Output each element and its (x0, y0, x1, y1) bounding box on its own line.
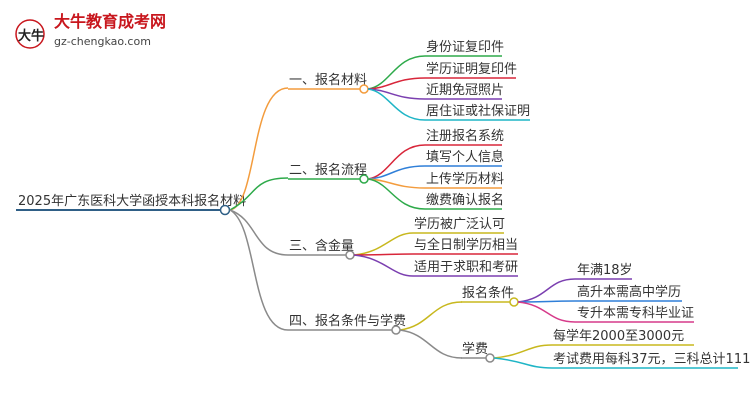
branch-3-dot (345, 250, 355, 260)
subbranch-4-2-dot (485, 353, 495, 363)
leaf-4-1-2: 高升本需高中学历 (577, 284, 681, 300)
leaf-3-2: 与全日制学历相当 (414, 237, 518, 253)
logo-ring-icon (15, 19, 45, 49)
branch-2: 二、报名流程 注册报名系统 填写个人信息 上传学历材料 缴费确认报名 (288, 128, 504, 210)
leaf-4-2-2: 考试费用每科37元，三科总计111元 (553, 351, 750, 367)
connector-4-2-1 (493, 344, 553, 359)
connector-1-2 (367, 77, 426, 90)
leaf-2-3: 上传学历材料 (426, 171, 504, 187)
connector-2-3 (367, 178, 426, 189)
leaf-3-1: 学历被广泛认可 (414, 216, 505, 232)
branch-1-label: 一、报名材料 (289, 72, 367, 88)
leaf-2-2: 填写个人信息 (426, 149, 504, 165)
connector-3-1 (353, 232, 414, 256)
leaf-3-3: 适用于求职和考研 (414, 260, 518, 275)
branch-2-label: 二、报名流程 (289, 162, 367, 178)
leaf-2-4: 缴费确认报名 (426, 192, 504, 208)
branch-3-label: 三、含金量 (289, 238, 354, 254)
connector-4-1-2 (517, 300, 576, 303)
subbranch-4-1-dot (509, 297, 519, 307)
connector-1-3 (367, 88, 426, 100)
connector-4-1-3 (517, 301, 576, 323)
branch-4: 四、报名条件与学费 报名条件 年满18岁 高升本需高中学历 专升本需专科毕业证 … (288, 263, 750, 369)
leaf-1-4: 居住证或社保证明 (426, 103, 530, 119)
connector-2-4 (367, 178, 426, 210)
connector-3-3 (353, 254, 414, 277)
root-node: 2025年广东医科大学函授本科报名材料 (16, 193, 246, 216)
connector-root-branch-3 (229, 209, 289, 256)
subbranch-4-1-label: 报名条件 (462, 285, 514, 301)
connector-3-2 (353, 253, 414, 256)
leaf-1-3: 近期免冠照片 (426, 83, 504, 98)
connector-4-1 (399, 301, 463, 331)
connector-root-branch-1 (229, 87, 289, 211)
connector-1-1 (367, 55, 426, 90)
branch-4-dot (391, 325, 401, 335)
connector-1-4 (367, 88, 426, 121)
connector-4-2-2 (493, 357, 553, 369)
connector-2-1 (367, 144, 426, 180)
connector-root-branch-4 (229, 209, 289, 331)
connector-4-2 (399, 329, 463, 359)
branch-2-dot (359, 174, 369, 184)
subbranch-4-2-label: 学费 (462, 341, 488, 357)
branch-4-label: 四、报名条件与学费 (289, 313, 406, 329)
branch-3: 三、含金量 学历被广泛认可 与全日制学历相当 适用于求职和考研 (288, 216, 518, 277)
branch-1: 一、报名材料 身份证复印件 学历证明复印件 近期免冠照片 居住证或社保证明 (288, 39, 530, 121)
logo-glyphs: 大牛 (18, 28, 44, 44)
leaf-4-2-1: 每学年2000至3000元 (553, 328, 684, 344)
brand-name: 大牛教育成考网 (54, 12, 166, 31)
root-label: 2025年广东医科大学函授本科报名材料 (18, 193, 246, 209)
connector-root-branch-2 (229, 177, 289, 211)
leaf-1-1: 身份证复印件 (426, 39, 504, 55)
leaf-2-1: 注册报名系统 (426, 128, 504, 144)
brand-logo: 大牛 大牛教育成考网 gz-chengkao.com (15, 12, 166, 49)
branch-1-dot (359, 84, 369, 94)
connector-4-1-1 (517, 278, 576, 303)
leaf-1-2: 学历证明复印件 (426, 61, 517, 77)
brand-url: gz-chengkao.com (54, 35, 151, 48)
leaf-4-1-3: 专升本需专科毕业证 (577, 306, 694, 321)
connector-2-2 (367, 165, 426, 180)
leaf-4-1-1: 年满18岁 (577, 263, 633, 278)
root-node-dot (219, 204, 231, 216)
